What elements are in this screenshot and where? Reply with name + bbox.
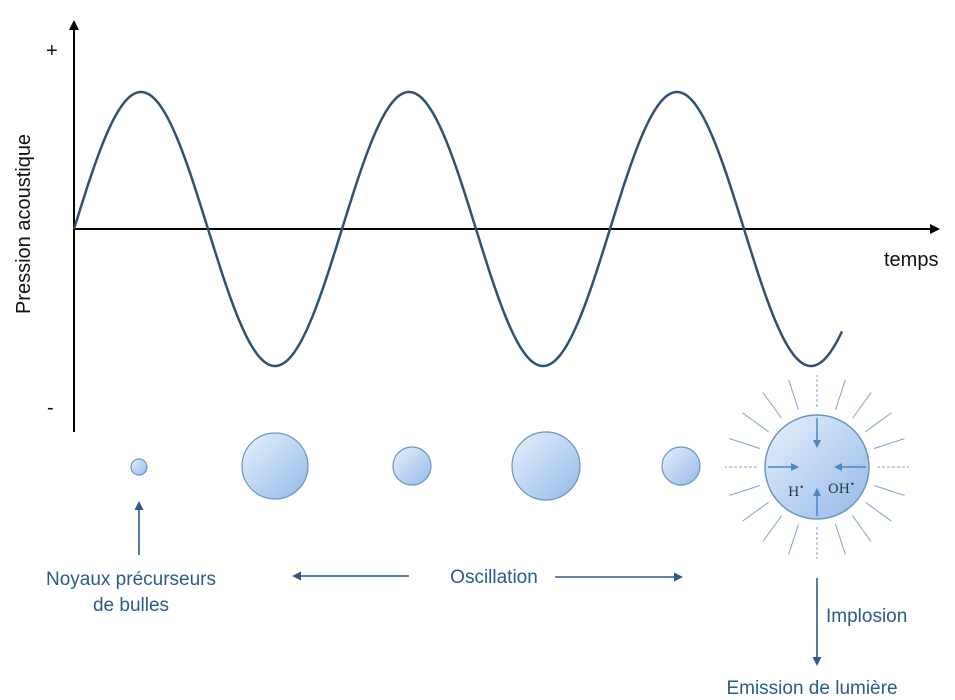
- light-ray: [762, 392, 783, 419]
- x-axis-label: temps: [884, 249, 938, 271]
- light-ray: [762, 515, 783, 542]
- bubble-compressed-1: [392, 446, 432, 486]
- pressure-wave: [72, 90, 844, 368]
- oscillation-label: Oscillation: [450, 567, 538, 588]
- bubble-nucleus: [130, 458, 148, 476]
- bubble-compressed-2: [661, 446, 701, 486]
- y-minus-label: -: [47, 397, 54, 419]
- light-ray: [865, 412, 892, 433]
- light-ray: [742, 501, 769, 522]
- light-ray: [873, 485, 905, 496]
- implosion-label: Implosion: [826, 606, 907, 627]
- light-rays: [725, 375, 909, 559]
- light-ray: [835, 523, 846, 555]
- bubble-expanded-2: [511, 431, 581, 501]
- radical-oh: OH•: [828, 480, 855, 497]
- light-ray: [788, 523, 799, 555]
- light-ray: [729, 485, 761, 496]
- nuclei-label-line2: de bulles: [93, 595, 169, 616]
- bubble-imploding: [764, 414, 870, 520]
- light-ray: [851, 515, 872, 542]
- y-plus-label: +: [46, 40, 58, 62]
- bubble-expanded-1: [241, 432, 309, 500]
- light-ray: [835, 379, 846, 411]
- light-ray: [788, 379, 799, 411]
- light-ray: [865, 501, 892, 522]
- emission-label: Emission de lumière: [726, 678, 897, 699]
- light-ray: [742, 412, 769, 433]
- nuclei-label-line1: Noyaux précurseurs: [46, 569, 216, 590]
- light-ray: [873, 438, 905, 449]
- y-axis-label: Pression acoustique: [13, 134, 35, 314]
- light-ray: [851, 392, 872, 419]
- radical-h: H•: [788, 483, 804, 500]
- light-ray: [729, 438, 761, 449]
